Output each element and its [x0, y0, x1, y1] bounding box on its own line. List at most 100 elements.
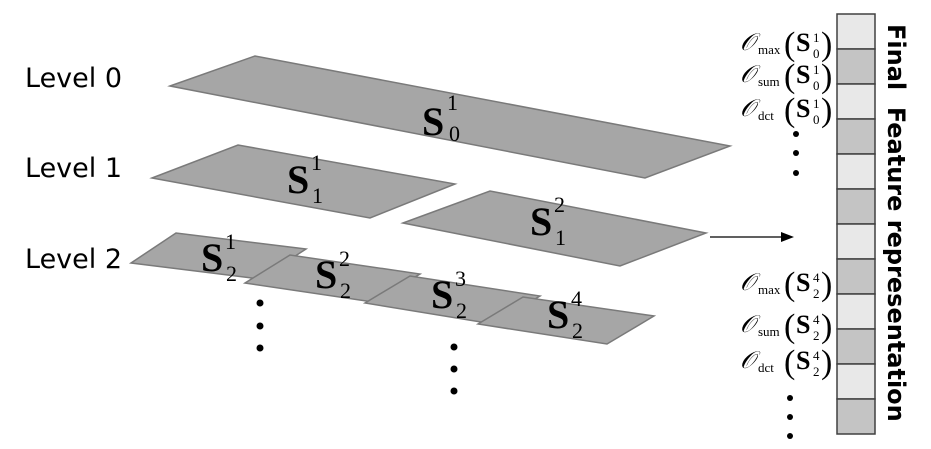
feature-cell: [836, 13, 876, 50]
ellipsis-dots-left: [256, 299, 264, 352]
feature-cell: [836, 328, 876, 365]
operation-sum-s2-4: 𝒪 sum ( S 4 2 ): [740, 308, 832, 345]
region-label-main: S: [431, 272, 453, 317]
ellipsis-dots-middle: [450, 343, 458, 395]
region-symbol: S: [796, 346, 810, 375]
close-paren: ): [821, 308, 832, 345]
operator-name: dct: [758, 108, 774, 123]
region-sup: 1: [813, 30, 820, 45]
region-label-main: S: [422, 99, 444, 144]
feature-vector-title: Final Feature representation: [882, 24, 910, 422]
region-label-s0-1: S 1 0: [422, 90, 460, 146]
feature-cell: [836, 258, 876, 295]
region-symbol: S: [796, 28, 810, 57]
region-sub: 0: [813, 78, 820, 93]
region-label-sub: 2: [226, 261, 237, 286]
region-label-sub: 1: [555, 225, 566, 250]
operator-name: max: [758, 42, 781, 57]
region-sup: 4: [813, 270, 820, 285]
region-label-s2-2: S 2 2: [315, 246, 351, 303]
operator-name: sum: [758, 324, 780, 339]
region-s2-2: [242, 254, 423, 303]
open-paren: (: [784, 266, 795, 303]
region-s2-3: [362, 275, 543, 325]
open-paren: (: [784, 308, 795, 345]
region-symbol: S: [796, 94, 810, 123]
ellipsis-dots-right-bottom: [787, 395, 793, 439]
operator-name: dct: [758, 360, 774, 375]
region-label-sup: 1: [225, 229, 236, 254]
feature-cell: [836, 223, 876, 260]
region-s1-1: [149, 144, 458, 219]
region-label-sub: 2: [456, 298, 467, 323]
region-label-s2-3: S 3 2: [431, 266, 467, 323]
region-label-main: S: [287, 157, 309, 202]
region-sup: 1: [813, 62, 820, 77]
region-label-sub: 0: [449, 121, 460, 146]
region-sup: 4: [813, 348, 820, 363]
level-2-label: Level 2: [25, 244, 122, 275]
region-s2-1: [128, 232, 309, 280]
feature-cell: [836, 48, 876, 85]
region-s2-4: [475, 296, 657, 345]
feature-cell: [836, 293, 876, 330]
region-label-main: S: [547, 292, 569, 337]
region-label-sup: 4: [571, 286, 582, 311]
operator-name: max: [758, 282, 781, 297]
feature-cell: [836, 118, 876, 155]
region-symbol: S: [796, 60, 810, 89]
close-paren: ): [821, 92, 832, 129]
operation-dct-s2-4: 𝒪 dct ( S 4 2 ): [740, 344, 832, 381]
region-symbol: S: [796, 310, 810, 339]
region-label-sub: 2: [340, 278, 351, 303]
region-label-sup: 2: [339, 246, 350, 271]
level-1-label: Level 1: [25, 153, 122, 184]
region-sub: 2: [813, 364, 820, 379]
ellipsis-dots-right-top: [793, 131, 799, 176]
region-label-main: S: [315, 252, 337, 297]
operation-sum-s0-1: 𝒪 sum ( S 1 0 ): [740, 58, 832, 95]
feature-cell: [836, 398, 876, 435]
region-label-main: S: [201, 235, 223, 280]
open-paren: (: [784, 26, 795, 63]
pyramid-regions: [128, 55, 733, 345]
region-label-s1-2: S 2 1: [530, 192, 566, 250]
feature-cell: [836, 83, 876, 120]
region-label-s1-1: S 1 1: [287, 150, 323, 208]
region-sup: 4: [813, 312, 820, 327]
operation-max-s2-4: 𝒪 max ( S 4 2 ): [740, 266, 832, 303]
region-symbol: S: [796, 268, 810, 297]
close-paren: ): [821, 58, 832, 95]
region-label-sub: 2: [572, 318, 583, 343]
operator-name: sum: [758, 74, 780, 89]
region-label-main: S: [530, 199, 552, 244]
region-sup: 1: [813, 96, 820, 111]
region-sub: 2: [813, 328, 820, 343]
feature-cell: [836, 153, 876, 190]
close-paren: ): [821, 26, 832, 63]
arrow-to-feature-vector: [710, 232, 794, 242]
region-label-s2-1: S 1 2: [201, 229, 237, 286]
feature-vector: [836, 13, 876, 435]
region-label-s2-4: S 4 2: [547, 286, 583, 343]
close-paren: ): [821, 344, 832, 381]
open-paren: (: [784, 344, 795, 381]
feature-cell: [836, 188, 876, 225]
region-label-sub: 1: [312, 183, 323, 208]
region-sub: 0: [813, 112, 820, 127]
region-label-sup: 3: [455, 266, 466, 291]
feature-cell: [836, 363, 876, 400]
level-0-label: Level 0: [25, 63, 122, 94]
region-label-sup: 1: [447, 90, 458, 115]
region-sub: 2: [813, 286, 820, 301]
close-paren: ): [821, 266, 832, 303]
region-label-sup: 2: [554, 192, 565, 217]
region-s1-2: [400, 190, 709, 267]
open-paren: (: [784, 92, 795, 129]
operation-dct-s0-1: 𝒪 dct ( S 1 0 ): [740, 92, 832, 129]
region-label-sup: 1: [311, 150, 322, 175]
open-paren: (: [784, 58, 795, 95]
region-sub: 0: [813, 46, 820, 61]
region-s0-1: [167, 55, 733, 179]
